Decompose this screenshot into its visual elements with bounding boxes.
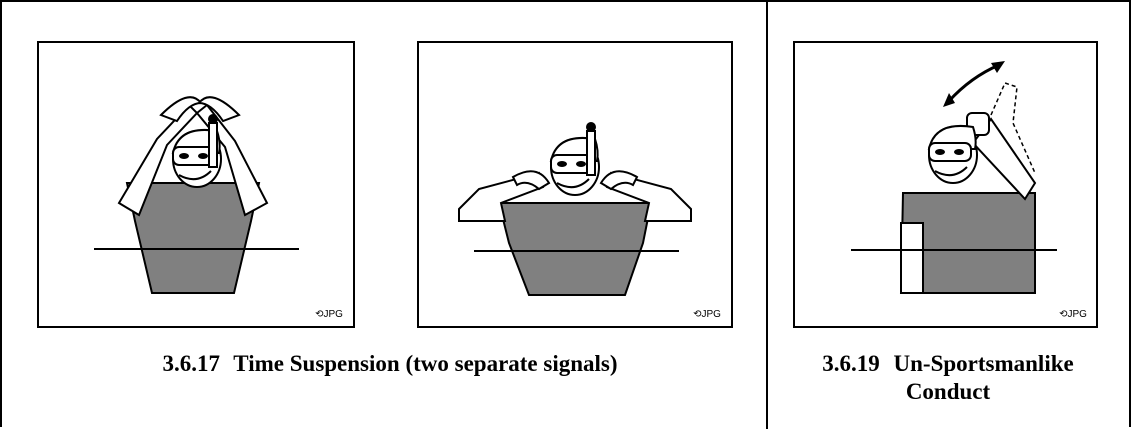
caption-unsportsmanlike-conduct: 3.6.19 Un-Sportsmanlike Conduct (778, 350, 1118, 406)
caption-time-suspension: 3.6.17 Time Suspension (two separate sig… (60, 350, 720, 378)
column-divider (766, 0, 768, 429)
caption-title: Time Suspension (two separate signals) (233, 351, 617, 376)
referee-figure: ⟲JPG (419, 43, 731, 326)
watermark-logo: ⟲JPG (1059, 309, 1087, 320)
watermark-logo: ⟲JPG (693, 309, 721, 320)
caption-title-line1: Un-Sportsmanlike (894, 351, 1074, 376)
caption-number: 3.6.19 (822, 351, 880, 376)
signal-image-time-suspension-shoulders: ⟲JPG (417, 41, 733, 328)
signal-image-time-suspension-overhead: ⟲JPG (37, 41, 355, 328)
caption-number: 3.6.17 (162, 351, 220, 376)
referee-figure: ⟲JPG (39, 43, 353, 326)
signal-image-unsportsmanlike-conduct: ⟲JPG (793, 41, 1098, 328)
caption-title-line2: Conduct (778, 378, 1118, 406)
watermark-logo: ⟲JPG (315, 309, 343, 320)
referee-figure: ⟲JPG (795, 43, 1096, 326)
